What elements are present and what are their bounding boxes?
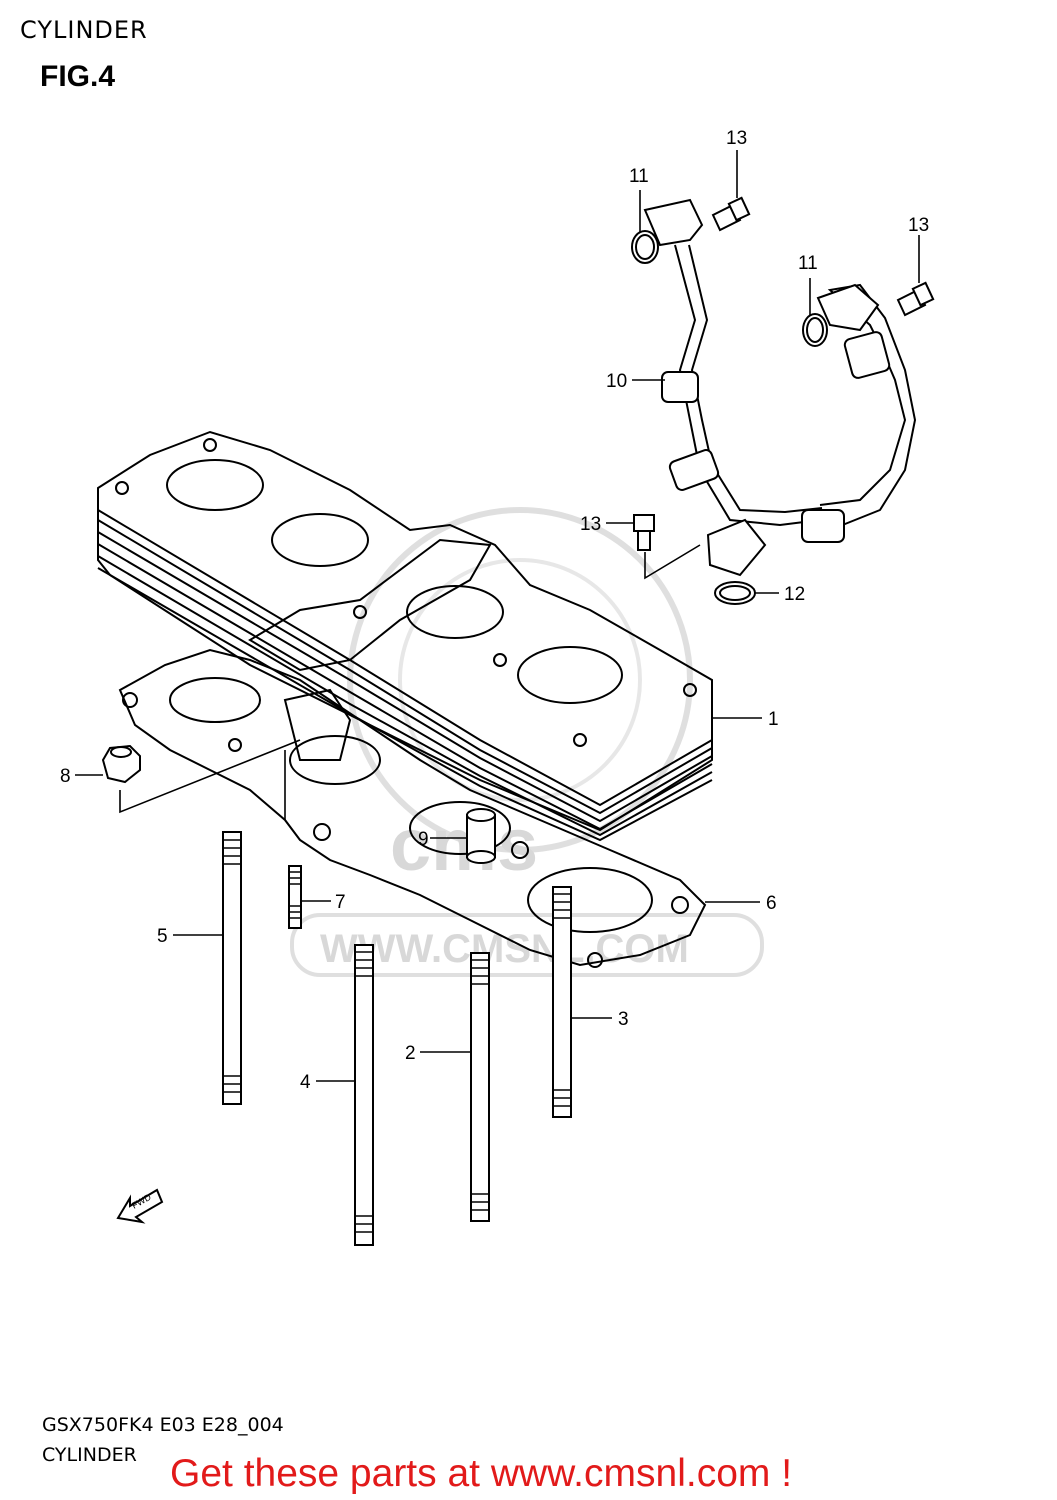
callout-3: 3 [618,1009,629,1030]
stud-bolt-5[interactable] [222,831,242,1105]
union-bolt-13c[interactable] [633,514,655,551]
callout-13b: 13 [908,215,929,236]
callout-13a: 13 [726,128,747,149]
watermark-text: WWW.CMSNL.COM [320,927,689,971]
callout-8: 8 [60,766,71,787]
watermark-logo: cms [390,803,538,886]
callout-10: 10 [606,371,627,392]
callout-2: 2 [405,1043,416,1064]
callout-6: 6 [766,893,777,914]
section-title: CYLINDER [20,16,148,44]
footer-section-name: CYLINDER [42,1444,137,1466]
cylinder-base-gasket[interactable] [118,648,707,968]
leader-lines [75,150,920,1082]
fwd-arrow-icon: FWD [116,1188,164,1224]
callout-13c: 13 [580,514,601,535]
callout-11b: 11 [798,253,818,274]
stud-bolt-3[interactable] [552,886,572,1118]
callout-11a: 11 [629,166,649,187]
cylinder-block[interactable] [97,430,713,842]
callout-4: 4 [300,1072,311,1093]
model-code: GSX750FK4 E03 E28_004 [42,1414,284,1436]
figure-label: FIG.4 [40,60,116,93]
callout-7: 7 [335,892,346,913]
union-bolt-13b[interactable] [896,281,935,317]
o-ring-11b[interactable] [802,313,828,347]
stud-bolt-4[interactable] [354,944,374,1246]
short-stud[interactable] [288,865,302,929]
dowel-pin[interactable] [466,808,496,864]
promo-link[interactable]: Get these parts at www.cmsnl.com ! [170,1452,793,1495]
o-ring-12[interactable] [714,581,756,605]
watermark: cms WWW.CMSNL.COM [290,507,764,977]
callout-1: 1 [768,709,779,730]
o-ring-11a[interactable] [631,230,659,264]
callout-labels: 1 2 3 4 5 6 7 8 9 10 11 11 12 13 13 13 [60,128,929,1093]
callout-5: 5 [157,926,168,947]
union-bolt-13a[interactable] [711,196,751,232]
stud-bolt-2[interactable] [470,952,490,1222]
oil-pipe-assembly[interactable] [643,198,917,577]
callout-12: 12 [784,584,805,605]
cylinder-nut[interactable] [101,744,141,784]
callout-9: 9 [418,829,429,850]
